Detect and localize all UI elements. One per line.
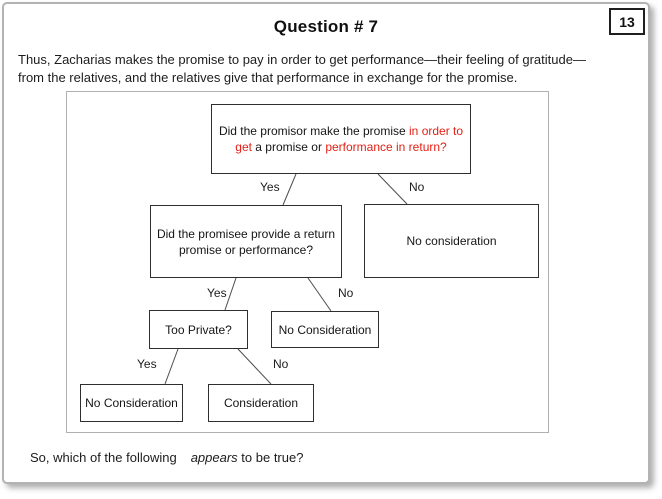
connector-promisee-no <box>307 277 332 312</box>
promisee-question-line2: promise or performance? <box>178 242 314 257</box>
too-private-label: Too Private? <box>165 322 232 337</box>
root-line2-red-b: performance in return? <box>325 140 447 154</box>
root-line2-black: a promise or <box>251 140 326 154</box>
page-number-value: 13 <box>619 13 635 30</box>
closing-question: So, which of the following appears to be … <box>30 450 303 465</box>
no-consideration-top-label: No consideration <box>406 234 497 248</box>
edge-label-promisee-no: No <box>338 286 354 300</box>
intro-paragraph: Thus, Zacharias makes the promise to pay… <box>18 51 644 87</box>
page-number-badge: 13 <box>609 8 645 35</box>
closing-question-prefix: So, which of the following <box>30 450 177 465</box>
root-line1-black: Did the promisor make the promise <box>218 124 410 138</box>
edge-label-promisee-yes: Yes <box>207 286 227 300</box>
slide-frame: Question # 7 13 Thus, Zacharias makes th… <box>2 2 650 484</box>
connector-private-yes <box>164 348 179 385</box>
connector-promisee-yes <box>224 277 237 311</box>
root-question-node: Did the promisor make the promise in ord… <box>211 104 471 174</box>
edge-label-root-yes: Yes <box>260 180 280 194</box>
promisee-question-node: Did the promisee provide a return promis… <box>150 205 342 278</box>
consideration-label: Consideration <box>223 396 299 410</box>
connector-lines <box>164 173 408 385</box>
slide-title: Question # 7 <box>273 17 379 36</box>
too-private-node: Too Private? <box>149 310 248 349</box>
no-consideration-bottom-label: No Consideration <box>85 396 178 410</box>
intro-line: from the relatives, and the relatives gi… <box>18 70 518 85</box>
connector-root-no <box>377 173 408 205</box>
closing-question-emphasis: appears <box>190 450 238 465</box>
connector-root-yes <box>282 173 297 206</box>
edge-label-private-no: No <box>273 357 289 371</box>
root-question-line1: Did the promisor make the promise in ord… <box>219 123 463 139</box>
no-consideration-mid-label: No Consideration <box>278 322 372 337</box>
no-consideration-node-bottom: No Consideration <box>80 384 183 422</box>
closing-question-suffix: to be true? <box>237 450 304 465</box>
root-line1-red: in order to <box>409 124 464 138</box>
promisee-question-line1: Did the promisee provide a return <box>156 226 336 241</box>
edge-label-private-yes: Yes <box>137 357 157 371</box>
connector-private-no <box>237 348 272 385</box>
decision-tree-container: Did the promisor make the promise in ord… <box>66 91 549 433</box>
consideration-node: Consideration <box>208 384 314 422</box>
no-consideration-node-mid: No Consideration <box>271 311 379 348</box>
root-line2-red-a: get <box>235 140 252 154</box>
root-question-line2: get a promise or performance in return? <box>235 139 446 155</box>
edge-label-root-no: No <box>409 180 425 194</box>
intro-line: Thus, Zacharias makes the promise to pay… <box>18 52 586 67</box>
no-consideration-node-top: No consideration <box>364 204 539 278</box>
